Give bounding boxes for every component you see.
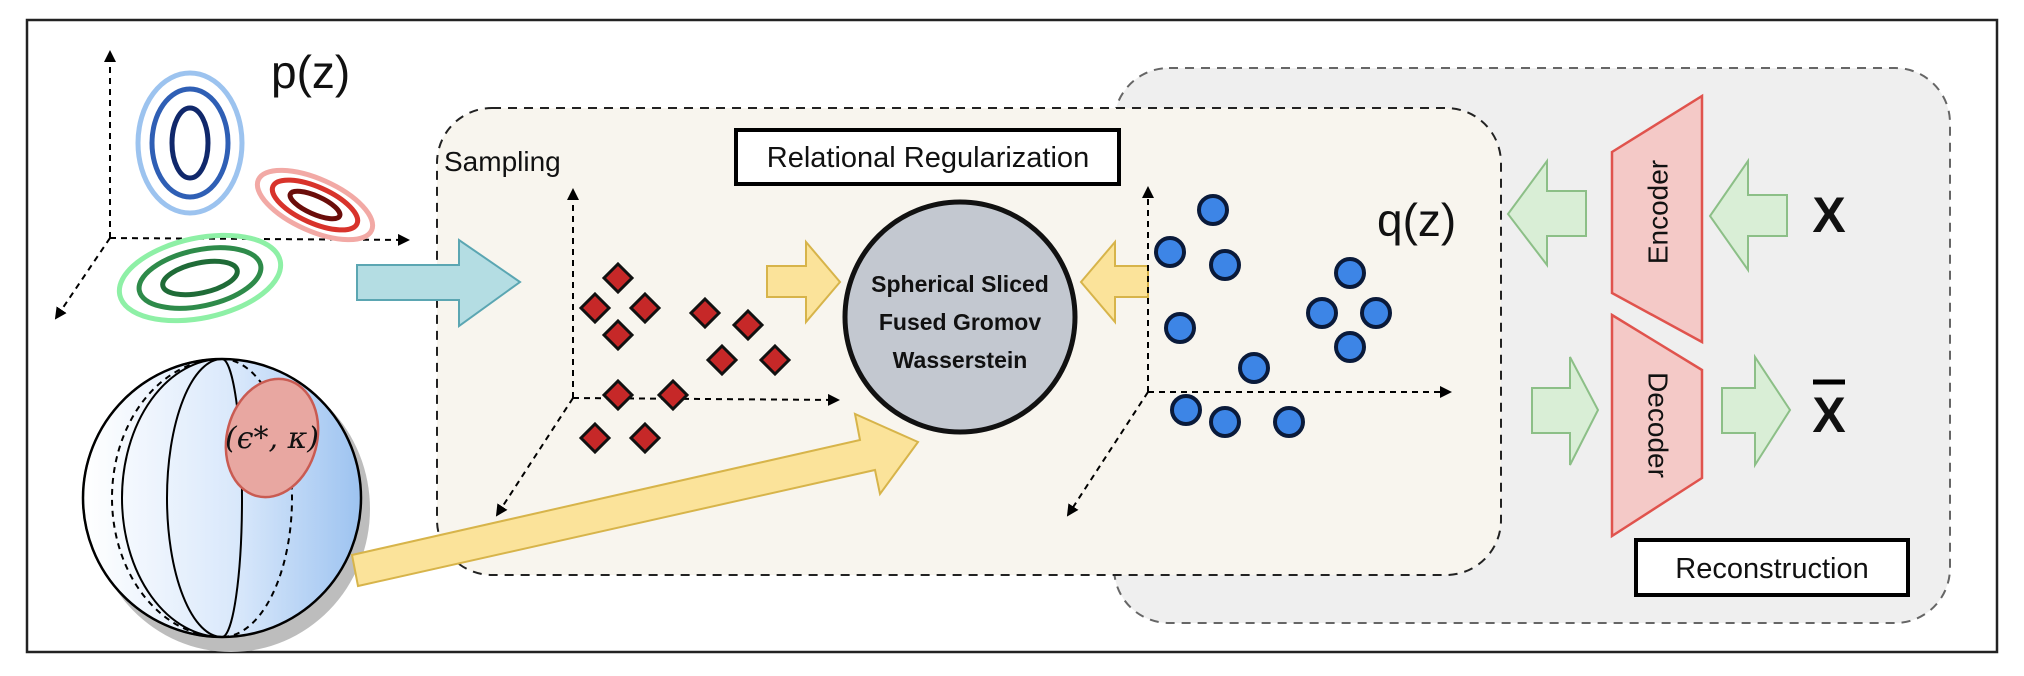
sample-diamond [758, 343, 792, 377]
sample-diamond [601, 378, 635, 412]
prior-label: p(z) [271, 46, 350, 98]
hypersphere [81, 357, 370, 652]
sswg-label-line2: Fused Gromov [879, 309, 1042, 335]
sample-diamond [705, 343, 739, 377]
blue-gaussian-contours [135, 70, 245, 216]
reconstruction-label: Reconstruction [1675, 553, 1868, 585]
latent-axes [1066, 186, 1452, 517]
decoder-to-output-arrow [1721, 353, 1792, 469]
reconstruction-box [1634, 538, 1910, 597]
red-gaussian-contours [254, 167, 376, 243]
sampling-label: Sampling [444, 146, 561, 177]
figure-border [25, 18, 1999, 654]
sample-diamond [578, 421, 612, 455]
vmf-params-label: (ϵ*, κ) [225, 421, 319, 456]
latent-point [1273, 406, 1305, 438]
decoder-block [1610, 312, 1704, 539]
decoder-label: Decoder [1643, 372, 1674, 478]
encoder-to-latent-arrow [1506, 157, 1587, 268]
sample-diamond [578, 291, 612, 325]
sswg-label-line1: Spherical Sliced [871, 271, 1049, 297]
relational-regularization-box [734, 128, 1121, 186]
sphere-to-sswg-arrow [350, 412, 920, 588]
latent-points [1154, 194, 1392, 438]
latent-point [1209, 406, 1241, 438]
latent-label: q(z) [1377, 194, 1456, 246]
latent-point [1238, 352, 1270, 384]
relational-regularization-label: Relational Regularization [767, 142, 1089, 174]
latent-to-decoder-arrow [1531, 356, 1600, 466]
input-x-label: X [1812, 187, 1845, 243]
encoder-label: Encoder [1643, 160, 1674, 264]
latent-point [1334, 257, 1366, 289]
sample-diamond [601, 318, 635, 352]
latent-point [1197, 194, 1229, 226]
sample-points [578, 261, 792, 455]
sswg-circle [842, 199, 1078, 435]
latent-point [1360, 297, 1392, 329]
green-gaussian-contours [116, 232, 284, 324]
latent-point [1154, 236, 1186, 268]
output-x-bar-label: X [1812, 387, 1845, 443]
sample-diamond [628, 291, 662, 325]
sample-diamond [731, 308, 765, 342]
sample-diamond [628, 421, 662, 455]
input-to-encoder-arrow [1708, 157, 1788, 274]
prior-to-sampling-arrow [356, 238, 522, 328]
latent-point [1164, 312, 1196, 344]
sample-diamond [688, 296, 722, 330]
latent-point [1334, 331, 1366, 363]
latent-point [1170, 394, 1202, 426]
latent-point [1209, 249, 1241, 281]
prior-axes [54, 50, 410, 320]
latent-to-sswg-arrow [1079, 239, 1149, 325]
encoder-block [1610, 93, 1704, 345]
vmf-cap [224, 377, 320, 499]
sswg-label-line3: Wasserstein [893, 347, 1028, 373]
sample-diamond [656, 378, 690, 412]
latent-point [1306, 297, 1338, 329]
sample-diamond [601, 261, 635, 295]
samples-to-sswg-arrow [766, 239, 842, 325]
